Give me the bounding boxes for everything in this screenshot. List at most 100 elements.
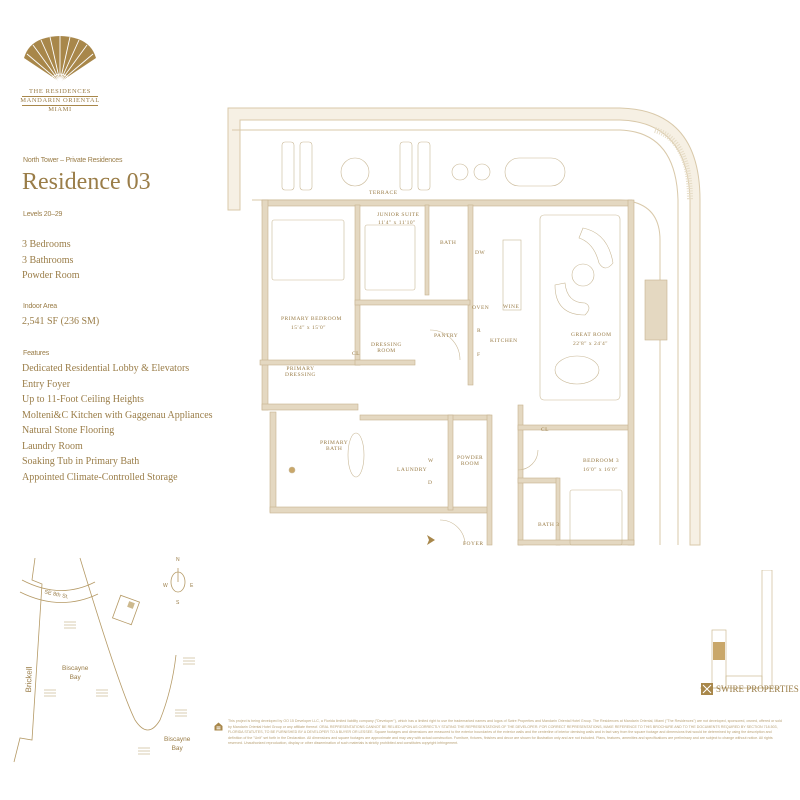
- wall: [517, 477, 559, 484]
- wall: [354, 299, 471, 306]
- feature: Natural Stone Flooring: [22, 425, 115, 436]
- brand-line-3: MIAMI: [48, 106, 72, 113]
- wall: [359, 414, 491, 421]
- wall: [517, 539, 635, 546]
- label-great-room-dim: 22'8" x 24'4": [573, 341, 608, 347]
- label-bedroom3: BEDROOM 3: [583, 458, 620, 464]
- feature: Appointed Climate-Controlled Storage: [22, 471, 178, 483]
- bedroom3-bed: [569, 489, 623, 546]
- compass-n: N: [176, 557, 180, 563]
- equal-housing-icon: [214, 722, 223, 731]
- feature: Molteni&C Kitchen with Gaggenau Applianc…: [22, 409, 213, 421]
- wall: [269, 411, 277, 513]
- primary-bed: [271, 219, 345, 281]
- wall: [517, 424, 634, 431]
- label-great-room: GREAT ROOM: [571, 332, 612, 338]
- wall: [424, 204, 430, 296]
- shower-drain: [288, 466, 296, 474]
- features-list: Dedicated Residential Lobby & Elevators …: [22, 361, 213, 485]
- sofa: [578, 227, 614, 269]
- bathtub: [347, 432, 365, 478]
- entry-door: [439, 519, 466, 546]
- wall: [555, 477, 561, 546]
- label-d: D: [428, 480, 433, 486]
- junior-bed: [364, 224, 416, 291]
- terrace-lounger: [299, 141, 313, 191]
- compass-w: W: [163, 583, 168, 589]
- site-block: [111, 594, 141, 626]
- label-pantry: PANTRY: [434, 333, 459, 339]
- tower-elevation: [700, 570, 780, 689]
- terrace-chair: [473, 163, 491, 181]
- terrace-table: [340, 157, 370, 187]
- label-r: R: [477, 328, 482, 334]
- label-cl: CL: [352, 351, 361, 357]
- wall: [261, 403, 359, 411]
- brand-line-1: THE RESIDENCES: [28, 88, 92, 95]
- label-bath3: BATH 3: [538, 522, 560, 528]
- wall: [447, 414, 454, 511]
- developer-name: SWIRE PROPERTIES: [716, 684, 799, 694]
- wall: [269, 506, 491, 514]
- wall: [486, 414, 493, 546]
- levels: Levels 20–29: [23, 211, 63, 218]
- wall: [261, 199, 269, 411]
- wall: [354, 204, 361, 366]
- divider: [22, 96, 98, 97]
- column: [644, 279, 668, 341]
- wall: [354, 359, 416, 366]
- sofa: [554, 282, 590, 316]
- label-bath: BATH: [440, 240, 457, 246]
- wall: [259, 359, 361, 366]
- great-room-rug: [539, 214, 621, 401]
- terrace-lounger: [417, 141, 431, 191]
- legal-disclaimer: This project is being developed by OO 15…: [228, 719, 782, 746]
- label-bedroom3-dim: 16'0" x 16'0": [583, 467, 618, 473]
- location-map: [13, 557, 195, 763]
- terrace-lounger: [281, 141, 295, 191]
- compass-e: E: [190, 583, 194, 589]
- room-count: 3 Bathrooms: [22, 254, 74, 266]
- label-primary-bedroom-dim: 15'4" x 15'0": [291, 325, 326, 331]
- door: [517, 449, 539, 471]
- feature: Laundry Room: [22, 440, 83, 452]
- feature: Entry Foyer: [22, 378, 71, 390]
- fan-shell-logo-icon: [24, 36, 96, 82]
- label-laundry: LAUNDRY: [397, 467, 428, 473]
- divider: [22, 105, 98, 106]
- water-icon: [44, 621, 195, 755]
- label-wine: WINE: [503, 304, 520, 310]
- wall: [261, 199, 633, 207]
- dining-table: [554, 355, 600, 385]
- indoor-area-label: Indoor Area: [23, 303, 57, 310]
- terrace-chair: [451, 163, 469, 181]
- label-terrace: TERRACE: [369, 190, 398, 196]
- feature: Soaking Tub in Primary Bath: [22, 456, 140, 467]
- label-f: F: [477, 352, 481, 358]
- entry-arrow-icon: [427, 535, 435, 545]
- room-count: Powder Room: [22, 270, 80, 281]
- indoor-area: 2,541 SF (236 SM): [22, 316, 100, 327]
- terrace-lounger: [399, 141, 413, 191]
- compass-s: S: [176, 600, 180, 606]
- label-junior-suite-dim: 11'4" x 11'10": [378, 220, 416, 226]
- features-label: Features: [23, 350, 50, 357]
- label-junior-suite: JUNIOR SUITE: [377, 212, 420, 218]
- label-w: W: [428, 458, 434, 464]
- label-dw: DW: [475, 250, 486, 256]
- label-foyer: FOYER: [463, 541, 484, 547]
- door: [429, 329, 461, 361]
- label-cl-2: CL: [541, 427, 550, 433]
- swire-properties-logo-icon: [701, 683, 713, 695]
- brand-line-2: MANDARIN ORIENTAL: [20, 97, 100, 104]
- wall: [627, 199, 635, 546]
- feature: Dedicated Residential Lobby & Elevators: [22, 363, 190, 374]
- wall: [467, 204, 474, 386]
- avenue-label: Brickell: [23, 666, 34, 693]
